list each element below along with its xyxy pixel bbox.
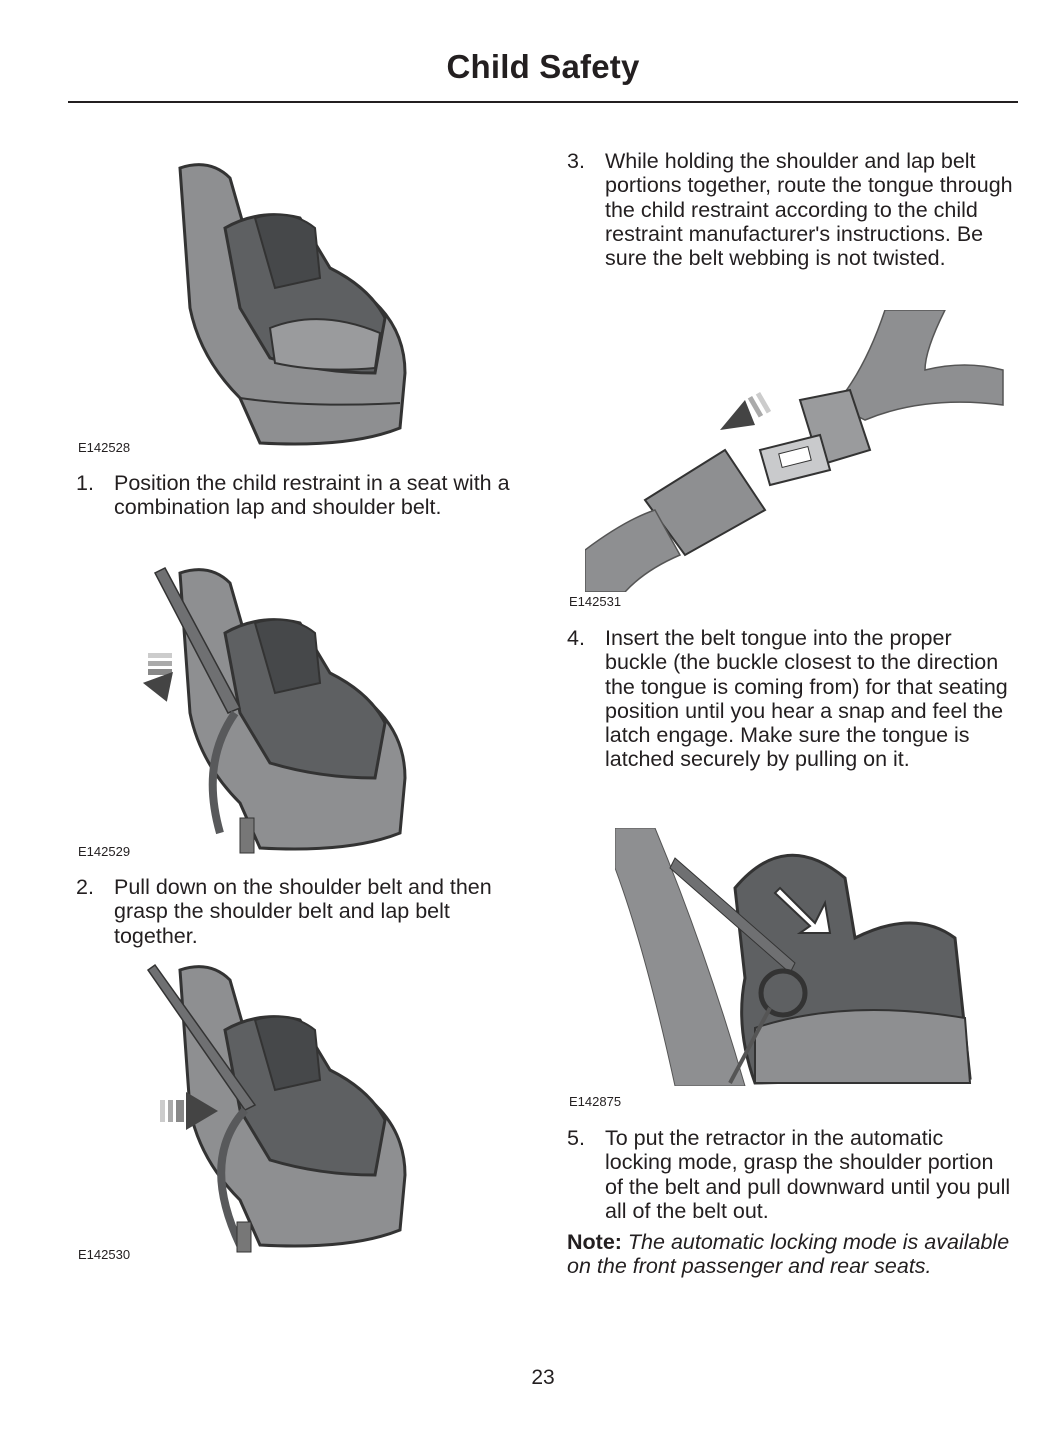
step-number: 4. xyxy=(567,626,585,650)
figure-label: E142531 xyxy=(569,594,622,609)
step-text: To put the retractor in the automatic lo… xyxy=(605,1126,1011,1223)
child-seat-pull-belt-illustration xyxy=(142,567,407,854)
step-text: Pull down on the shoulder belt and then … xyxy=(114,875,492,948)
child-seat-illustration xyxy=(178,163,407,446)
figure-label: E142529 xyxy=(78,844,131,859)
step-number: 1. xyxy=(76,471,94,495)
step-text: While holding the shoulder and lap belt … xyxy=(605,149,1013,271)
note-text: The automatic locking mode is available … xyxy=(567,1230,1010,1279)
step-number: 5. xyxy=(567,1126,585,1150)
figure-label: E142528 xyxy=(78,440,131,455)
step-text: Position the child restraint in a seat w… xyxy=(114,471,510,520)
page-title: Child Safety xyxy=(446,48,640,85)
arrow-down-right-icon xyxy=(773,886,832,934)
header-divider xyxy=(68,101,1018,103)
figure-label: E142875 xyxy=(569,1094,622,1109)
retractor-belt-illustration xyxy=(615,828,973,1086)
arrow-left-icon xyxy=(720,391,772,430)
figure-label: E142530 xyxy=(78,1247,131,1262)
note-label: Note: xyxy=(567,1230,622,1254)
page-number: 23 xyxy=(531,1366,555,1389)
step-text: Insert the belt tongue into the proper b… xyxy=(605,626,1008,772)
note: Note: The automatic locking mode is avai… xyxy=(567,1230,1012,1279)
arrow-down-icon xyxy=(142,653,173,702)
step-number: 3. xyxy=(567,149,585,173)
step-number: 2. xyxy=(76,875,94,899)
arrow-right-icon xyxy=(160,1092,218,1130)
belt-buckle-illustration xyxy=(585,310,1004,592)
child-seat-grasp-belt-illustration xyxy=(146,963,407,1253)
